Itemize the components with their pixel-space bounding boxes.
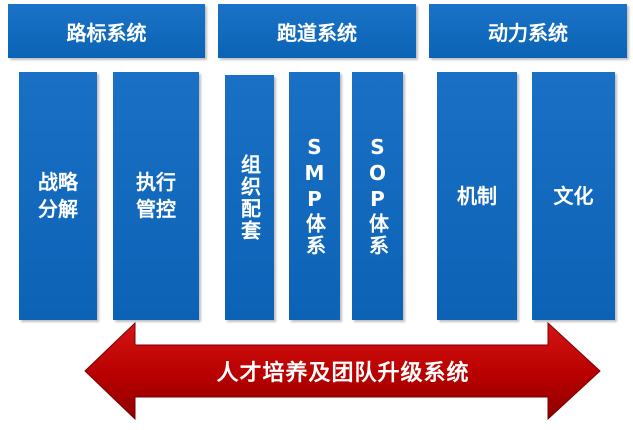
double-arrow-shape — [84, 321, 601, 421]
column-sop-system: SOP体系 — [352, 72, 403, 320]
column-mechanism-label: 机制 — [457, 183, 497, 208]
arrow-label: 人才培养及团队升级系统 — [216, 361, 470, 386]
header-power-label: 动力系统 — [488, 20, 568, 45]
column-sop-label: SOP体系 — [365, 135, 390, 257]
header-runway-label: 跑道系统 — [277, 20, 357, 45]
header-runway-system: 跑道系统 — [218, 4, 416, 58]
column-smp-label: SMP体系 — [302, 135, 327, 257]
header-signpost-system: 路标系统 — [8, 4, 205, 58]
column-org-label: 组织配套 — [237, 153, 262, 242]
column-culture-label: 文化 — [553, 183, 594, 208]
column-smp-system: SMP体系 — [289, 72, 340, 320]
header-power-system: 动力系统 — [429, 4, 627, 58]
header-signpost-label: 路标系统 — [66, 20, 147, 45]
column-execution-label: 执行管控 — [136, 170, 176, 221]
column-strategy-decomposition: 战略分解 — [19, 72, 97, 320]
column-culture: 文化 — [532, 72, 615, 320]
column-mechanism: 机制 — [437, 72, 517, 320]
column-execution-control: 执行管控 — [113, 72, 199, 320]
column-strategy-label: 战略分解 — [38, 170, 78, 221]
column-org-support: 组织配套 — [225, 75, 274, 320]
